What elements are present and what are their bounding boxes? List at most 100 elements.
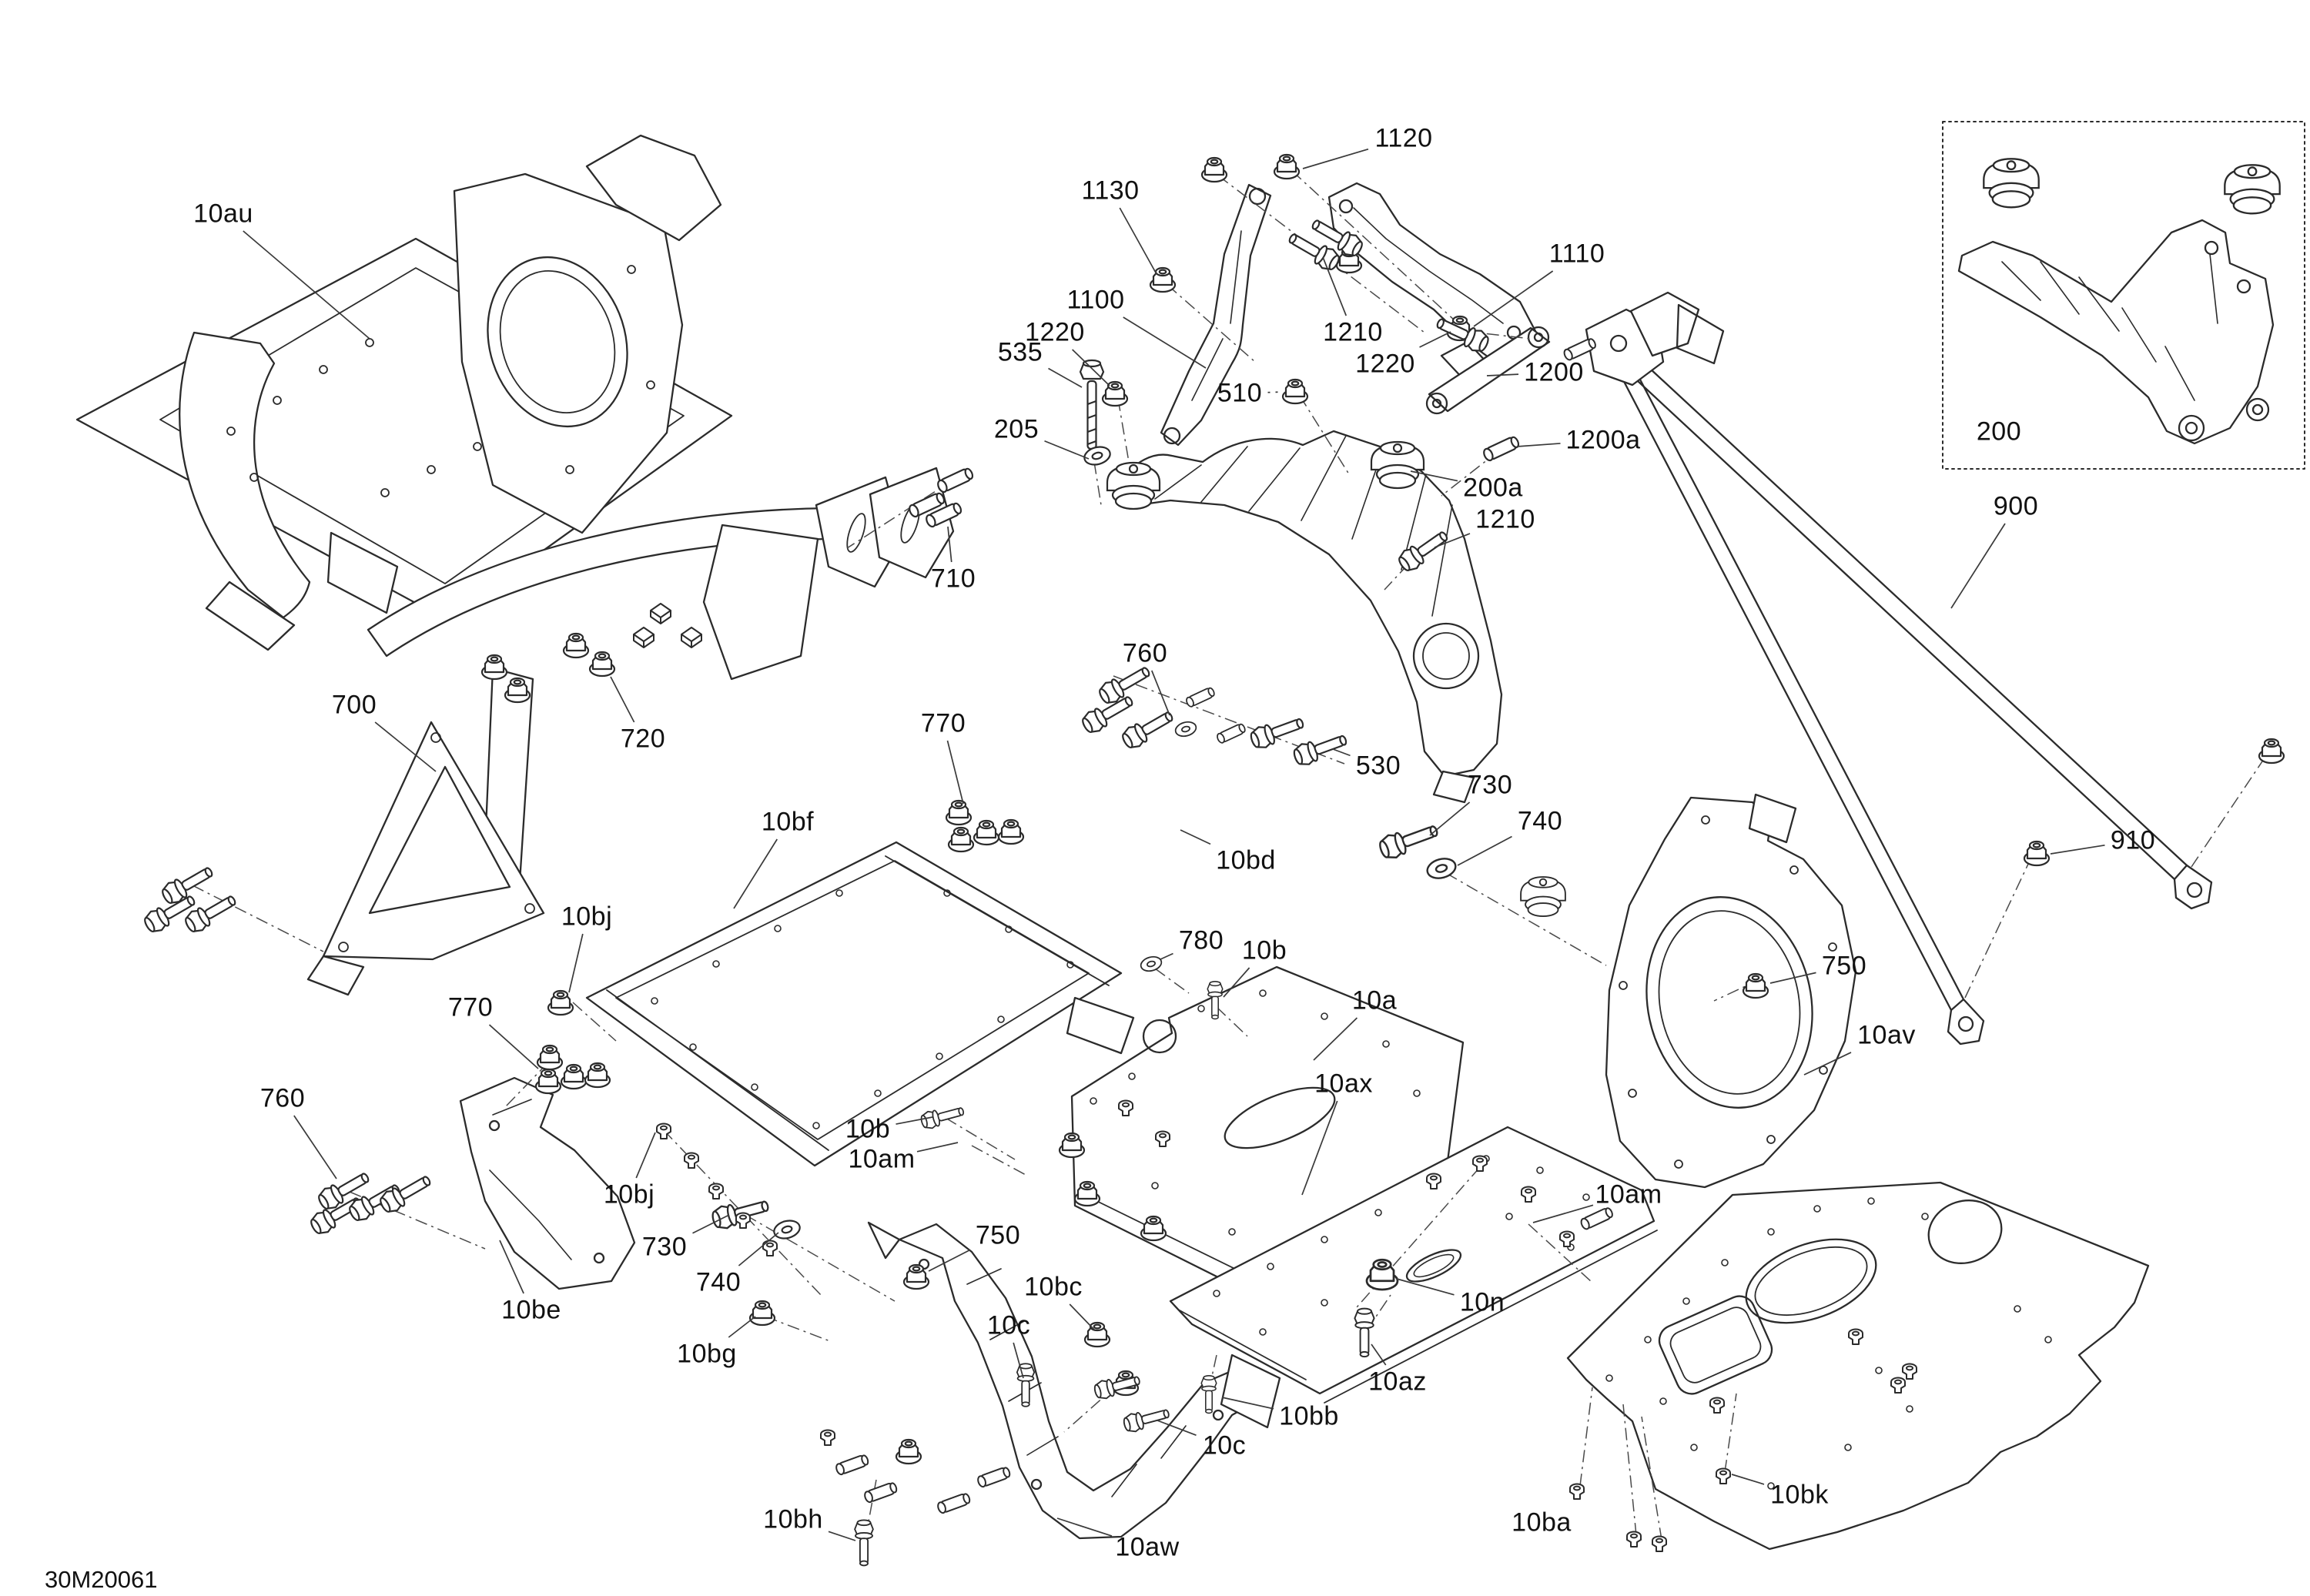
leader-510	[1267, 391, 1284, 393]
assembly-axis	[765, 1316, 831, 1342]
assembly-axis	[745, 1214, 896, 1302]
screw-fastener-icon	[1652, 1535, 1667, 1552]
callout-760: 760	[1122, 638, 1168, 668]
callout-10ba: 10ba	[1512, 1507, 1572, 1537]
bolt-fastener-icon	[1247, 711, 1307, 752]
leader-1120	[1302, 148, 1369, 169]
part-1100-brace	[1160, 183, 1272, 447]
block-fastener-icon	[681, 627, 702, 648]
callout-10bg: 10bg	[677, 1339, 737, 1369]
leader-10b	[1223, 967, 1250, 998]
callout-10bc: 10bc	[1024, 1272, 1083, 1302]
callout-200a: 200a	[1463, 473, 1523, 503]
assembly-axis	[1445, 872, 1607, 966]
pin-fastener-icon	[862, 1481, 899, 1504]
leader-720	[610, 676, 635, 723]
callout-750: 750	[975, 1220, 1021, 1250]
assembly-axis	[971, 1145, 1026, 1176]
block-fastener-icon	[650, 603, 671, 624]
assembly-axis	[1622, 1404, 1637, 1536]
callout-10au: 10au	[193, 199, 253, 229]
assembly-axis	[1724, 1393, 1737, 1473]
callout-1210: 1210	[1475, 504, 1535, 534]
leader-1200	[1486, 373, 1519, 376]
assembly-axis	[1117, 398, 1130, 463]
part-10av-frame-plate	[1605, 793, 1857, 1189]
bolt-fastener-icon	[919, 1102, 966, 1132]
leader-10bf	[733, 838, 778, 909]
callout-1200: 1200	[1524, 357, 1584, 387]
screw-fastener-icon	[1626, 1531, 1642, 1547]
callout-205: 205	[993, 414, 1040, 444]
callout-1210: 1210	[1323, 317, 1383, 347]
nut-fastener-icon	[997, 818, 1025, 845]
leader-760	[1151, 670, 1170, 716]
leader-10bj	[635, 1132, 656, 1179]
assembly-axis	[1579, 1387, 1593, 1487]
callout-200: 200	[1976, 417, 2022, 447]
assembly-axis	[1113, 675, 1345, 765]
inset-box	[1942, 121, 2305, 470]
callout-10c: 10c	[1202, 1430, 1247, 1460]
callout-700: 700	[331, 690, 377, 720]
dome-fastener-icon	[1106, 461, 1161, 510]
leader-730	[692, 1214, 730, 1234]
leader-10av	[1803, 1052, 1852, 1076]
part-700-frame-support	[306, 467, 955, 996]
leader-1200a	[1516, 443, 1561, 447]
pin-fastener-icon	[1184, 685, 1217, 709]
leader-10aw	[1056, 1517, 1113, 1537]
leader-10az	[1371, 1343, 1387, 1366]
nut-fastener-icon	[1083, 1321, 1111, 1348]
nut-fastener-icon	[1101, 380, 1129, 407]
callout-10b: 10b	[1241, 935, 1287, 965]
screw-fastener-icon	[708, 1183, 724, 1200]
callout-750: 750	[1821, 951, 1867, 981]
assembly-axis	[192, 885, 324, 952]
assembly-axis	[1093, 461, 1102, 506]
leader-lines-layer	[243, 148, 2105, 1541]
callout-10bf: 10bf	[761, 807, 815, 837]
callout-10bb: 10bb	[1279, 1401, 1339, 1431]
part-10bf-tray	[585, 841, 1135, 1167]
leader-10bk	[1731, 1474, 1765, 1485]
callout-740: 740	[1517, 806, 1563, 836]
screw-fastener-icon	[1569, 1483, 1585, 1500]
leader-10c	[1013, 1342, 1024, 1379]
block-fastener-icon	[633, 627, 654, 648]
leader-10bc	[1069, 1303, 1095, 1330]
leader-10ax	[1301, 1100, 1338, 1196]
assembly-axis	[1299, 395, 1350, 475]
longbolt-fastener-icon	[1079, 359, 1105, 450]
assembly-axis	[1291, 170, 1465, 330]
assembly-axis	[1167, 284, 1256, 363]
bolt-fastener-icon	[1092, 1370, 1143, 1402]
parts-layer	[75, 121, 2305, 1551]
leader-10bd	[1180, 829, 1211, 845]
callout-10bj: 10bj	[603, 1179, 655, 1210]
leader-1220	[1419, 331, 1451, 348]
leader-10bh	[828, 1531, 856, 1541]
pin-fastener-icon	[935, 466, 976, 494]
nut-fastener-icon	[1149, 266, 1177, 293]
callout-1200a: 1200a	[1565, 425, 1641, 455]
leader-710	[947, 526, 952, 563]
dome-fastener-icon	[1370, 440, 1425, 490]
screw-fastener-icon	[820, 1429, 835, 1446]
callout-10am: 10am	[1595, 1179, 1662, 1210]
leader-1110	[1473, 270, 1554, 327]
leader-10au	[243, 230, 370, 340]
callout-1220: 1220	[1025, 317, 1085, 347]
leader-10bb	[1221, 1397, 1274, 1410]
leader-10n	[1396, 1278, 1455, 1296]
dome-fastener-icon	[2224, 164, 2281, 215]
nut-fastener-icon	[945, 799, 973, 826]
callout-710: 710	[930, 564, 976, 594]
nut-fastener-icon	[973, 819, 1000, 846]
drawing-number: 30M20061	[45, 1566, 158, 1593]
callout-10bd: 10bd	[1216, 845, 1276, 875]
dome-fastener-icon	[1983, 158, 2040, 209]
leader-750	[928, 1249, 970, 1272]
callout-10av: 10av	[1857, 1020, 1916, 1050]
callout-10c: 10c	[986, 1310, 1031, 1340]
